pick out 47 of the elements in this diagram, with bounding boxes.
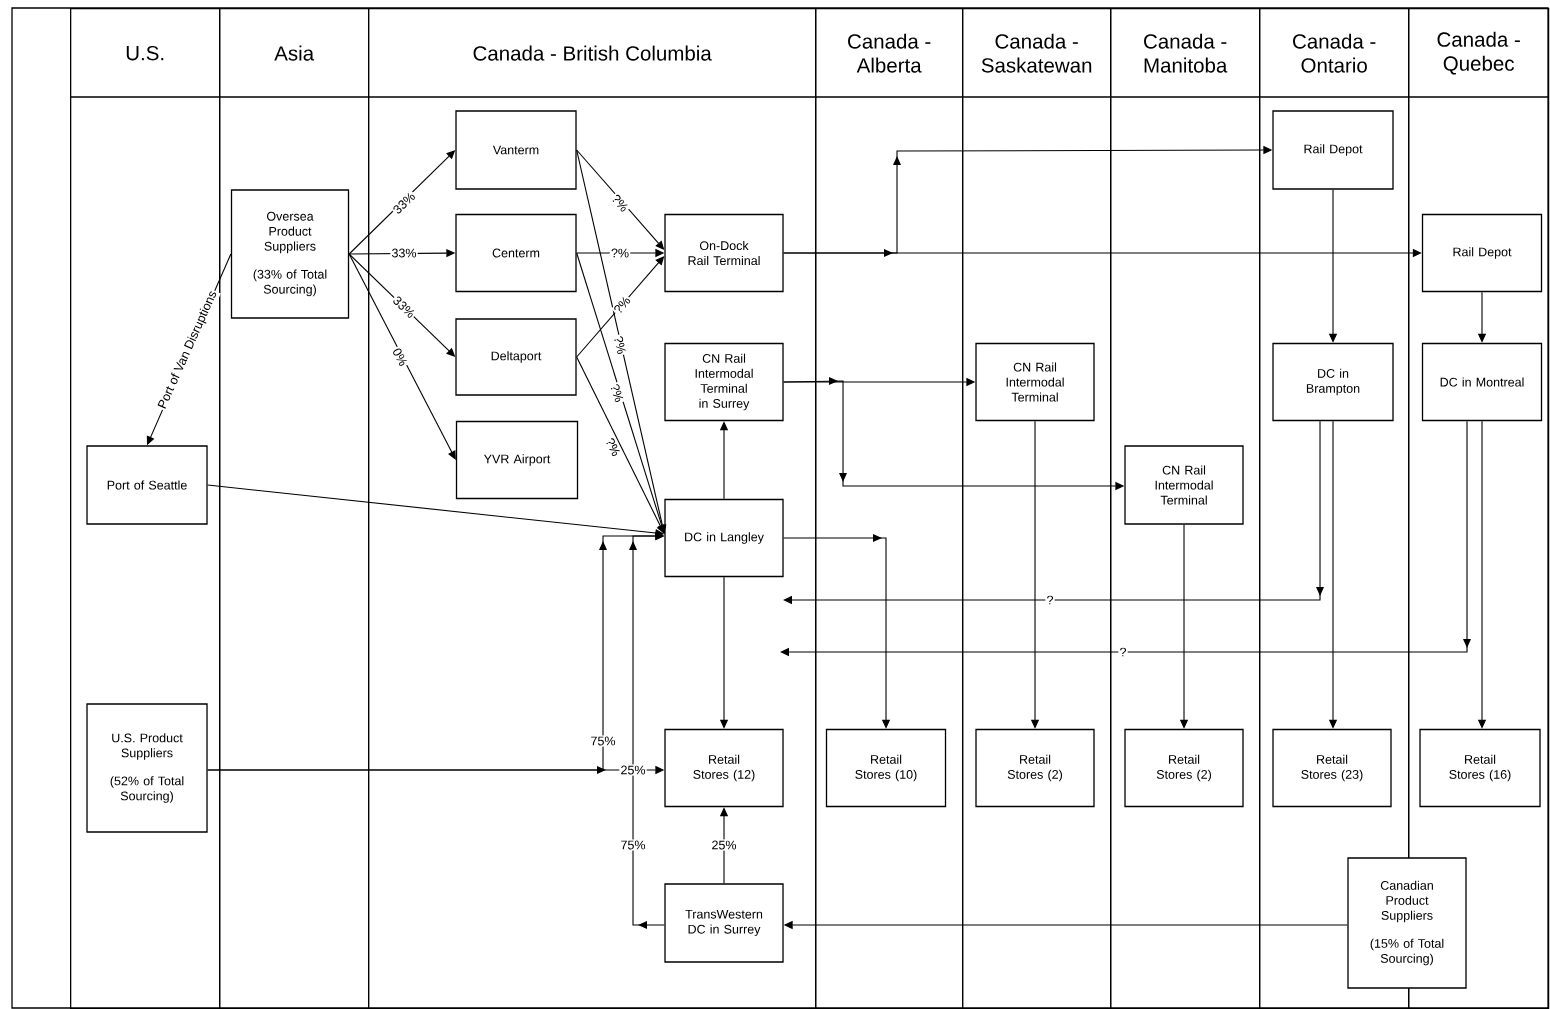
process-box: Retail Stores (12) (664, 728, 784, 808)
process-box: Retail Stores (2) (1124, 728, 1244, 808)
process-box: Rail Depot (1421, 213, 1543, 293)
arrow (783, 420, 1324, 605)
process-box: Retail Stores (2) (975, 728, 1095, 808)
edge-label: ?% (609, 191, 631, 215)
process-box: U.S. Product Suppliers (52% of Total Sourcing) (86, 703, 208, 833)
process-box: On-Dock Rail Terminal (664, 213, 784, 293)
process-box: TransWestern DC in Surrey (664, 883, 784, 963)
edge-label: 0% (390, 345, 410, 369)
process-box: CN Rail Intermodal Terminal in Surrey (664, 342, 784, 422)
arrow (348, 253, 456, 460)
process-box: Deltaport (455, 318, 577, 396)
arrow (783, 534, 891, 729)
arrow (780, 420, 1471, 657)
edge-label: ?% (609, 247, 631, 259)
edge-label: ?% (603, 435, 623, 459)
process-box: Rail Depot (1272, 110, 1394, 190)
edge-label: ?% (608, 381, 626, 405)
edge-label: 33% (390, 189, 418, 217)
process-box: CN Rail Intermodal Terminal (1124, 445, 1244, 525)
process-box: Retail Stores (10) (825, 728, 947, 808)
arrow (576, 252, 666, 534)
edge-label: ? (1045, 594, 1055, 606)
process-box: Vanterm (455, 110, 577, 190)
process-box: Retail Stores (23) (1272, 728, 1392, 808)
process-box: Retail Stores (16) (1419, 728, 1541, 808)
process-box: Centerm (455, 213, 577, 293)
arrow (576, 149, 667, 534)
process-box: DC in Langley (664, 498, 784, 578)
edge-label: ? (1118, 646, 1128, 658)
process-box: Port of Seattle (86, 445, 208, 525)
process-box: CN Rail Intermodal Terminal (975, 342, 1095, 422)
edge-label: 33% (390, 247, 418, 259)
arrow (576, 356, 665, 534)
process-box: DC in Montreal (1421, 342, 1543, 422)
edge-label: 75% (619, 839, 647, 851)
arrow (629, 531, 665, 929)
process-box: Canadian Product Suppliers (15% of Total Sourcing) (1347, 857, 1467, 989)
edge-label: ?% (611, 293, 633, 317)
process-box: YVR Airport (455, 420, 579, 500)
edge-label: ?% (612, 333, 628, 357)
process-box: Oversea Product Suppliers (33% of Total Sourcing) (230, 189, 350, 319)
edge-label: 25% (619, 764, 647, 776)
edge-label: 75% (589, 735, 617, 747)
edge-label: 25% (710, 839, 738, 851)
process-box: DC in Brampton (1272, 342, 1394, 422)
